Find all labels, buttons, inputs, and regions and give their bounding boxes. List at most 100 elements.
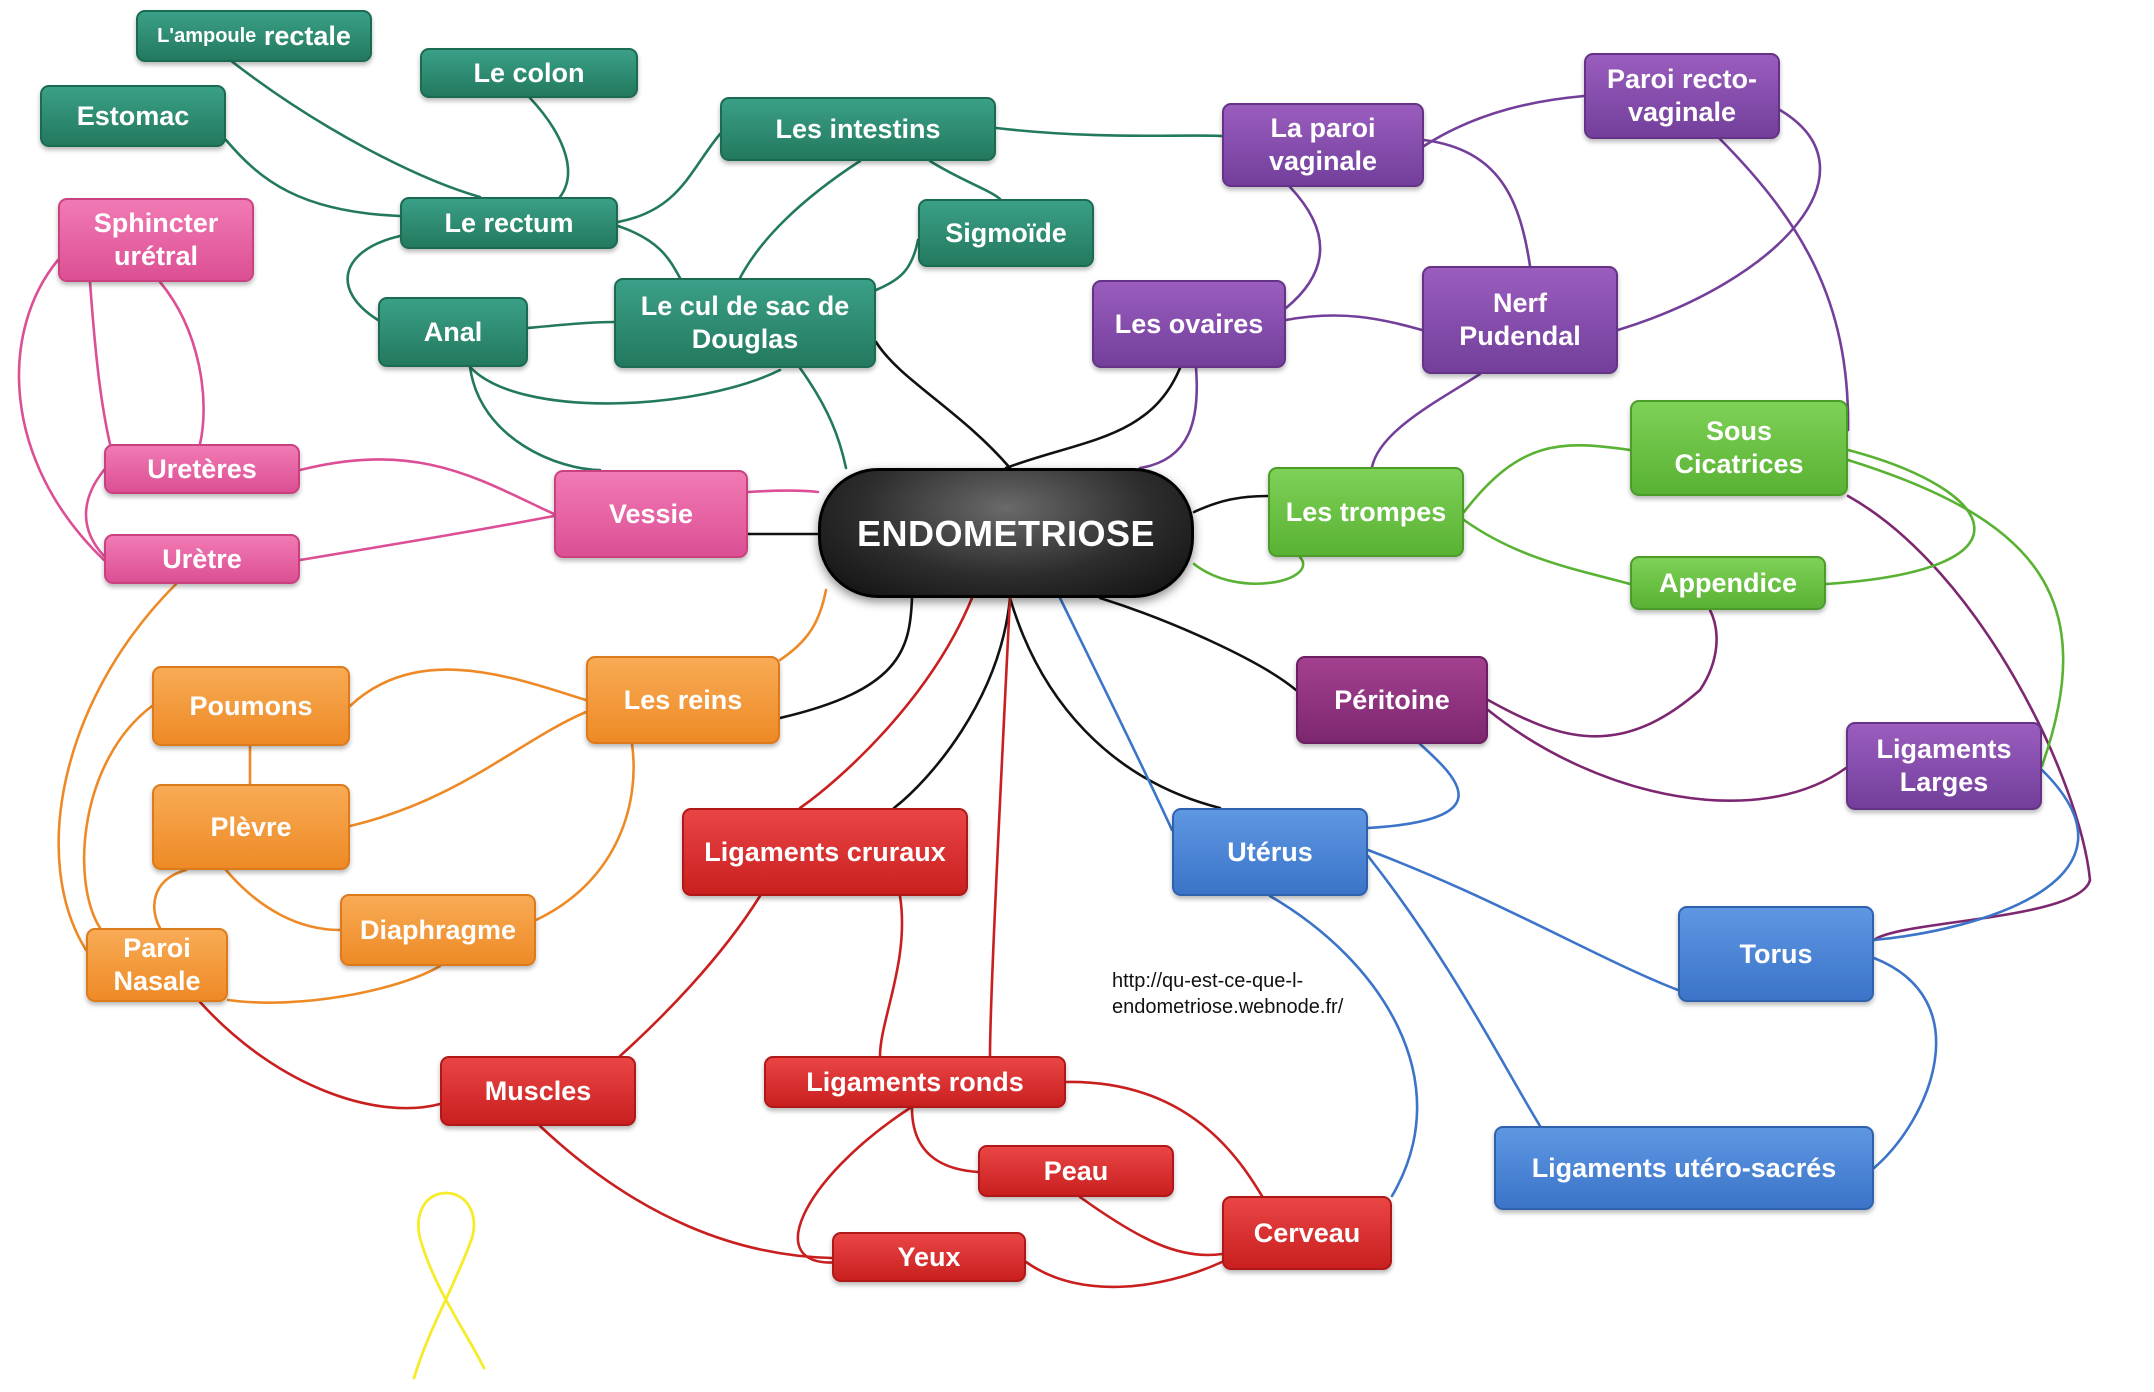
link-sphincter-ureteres-2 [158,280,205,446]
link-center-ronds [988,596,1012,1058]
ampoule-big-label: rectale [263,20,351,51]
branch-trompes [1192,494,1270,514]
link-vaginale-nerf [1422,138,1532,268]
node-paroi-nasale[interactable]: Paroi Nasale [86,928,228,1002]
link-intestins-vaginale [994,126,1224,138]
branch-ovaires [1004,366,1182,470]
branch-peritoine [1098,596,1298,692]
link-center-uterus [1058,596,1174,832]
link-cicatrices-torus [1846,494,2092,942]
link-peritoine-uterus [1366,742,1460,830]
node-yeux[interactable]: Yeux [832,1232,1026,1282]
link-rectum-anal [346,234,402,322]
link-ronds-yeux [796,1106,912,1264]
node-la-paroi-vaginale[interactable]: La paroi vaginale [1222,103,1424,187]
link-vaginale-ovaires [1284,185,1322,310]
node-ligaments-cruraux[interactable]: Ligaments cruraux [682,808,968,896]
link-anal-douglas [526,320,616,330]
node-vessie[interactable]: Vessie [554,470,748,558]
link-plevre-nasale [153,868,188,930]
link-uretre-nasale [57,582,178,952]
node-torus[interactable]: Torus [1678,906,1874,1002]
link-sphincter-ureteres [88,280,112,446]
node-ampoule-rectale[interactable]: L'ampoule rectale [136,10,372,62]
node-appendice[interactable]: Appendice [1630,556,1826,610]
link-rectum-intestins [616,132,722,224]
node-estomac[interactable]: Estomac [40,85,226,147]
node-cul-de-sac-de-douglas[interactable]: Le cul de sac de Douglas [614,278,876,368]
node-poumons[interactable]: Poumons [152,666,350,746]
branch-reins [778,596,914,720]
node-les-ovaires[interactable]: Les ovaires [1092,280,1286,368]
node-ligaments-utero-sacres[interactable]: Ligaments utéro-sacrés [1494,1126,1874,1210]
node-nerf-pudendal[interactable]: Nerf Pudendal [1422,266,1618,374]
ampoule-small-label: L'ampoule [157,24,257,47]
link-uterus-cerveau [1268,894,1419,1198]
link-sphincter-uretre [17,258,106,562]
link-nerf-recto [1616,108,1822,332]
node-uterus[interactable]: Utérus [1172,808,1368,896]
link-cicatrices-larges [1846,458,2065,768]
link-ronds-peau [910,1106,980,1174]
link-peritoine-larges [1486,708,1848,802]
node-peau[interactable]: Peau [978,1145,1174,1197]
link-yeux-cerveau [1024,1260,1224,1289]
link-intestins-douglas [738,159,862,280]
link-rectum-douglas [616,224,682,280]
node-les-reins[interactable]: Les reins [586,656,780,744]
link-torus-utero [1872,956,1938,1170]
link-plevre-diaphragme [224,868,342,932]
node-le-rectum[interactable]: Le rectum [400,197,618,249]
link-estomac-rectum [224,138,402,218]
center-node-endometriose[interactable]: ENDOMETRIOSE [818,468,1194,598]
node-peritoine[interactable]: Péritoine [1296,656,1488,744]
link-muscles-yeux [538,1124,834,1260]
link-vaginale-recto [1422,94,1586,148]
node-sous-cicatrices[interactable]: Sous Cicatrices [1630,400,1848,496]
node-paroi-recto-vaginale[interactable]: Paroi recto- vaginale [1584,53,1780,139]
link-nasale-muscles [198,1000,442,1110]
link-nerf-trompes [1370,372,1482,469]
source-url-text: http://qu-est-ce-que-l- endometriose.web… [1112,970,1344,1018]
node-diaphragme[interactable]: Diaphragme [340,894,536,966]
link-poumons-reins [348,668,588,708]
link-trompes-appendice [1462,518,1632,586]
link-peritoine-appendice [1486,608,1718,738]
link-douglas-center [798,366,848,470]
link-cruraux-ronds [878,894,904,1058]
node-uretre[interactable]: Urètre [104,534,300,584]
node-cerveau[interactable]: Cerveau [1222,1196,1392,1270]
link-recto-cicatrices [1718,137,1850,432]
link-anal-vessie [468,365,602,472]
link-ureteres-vessie [298,458,556,516]
node-ligaments-ronds[interactable]: Ligaments ronds [764,1056,1066,1108]
link-ampoule-rectum [228,58,482,199]
node-ligaments-larges[interactable]: Ligaments Larges [1846,722,2042,810]
node-sigmoide[interactable]: Sigmoïde [918,199,1094,267]
node-anal[interactable]: Anal [378,297,528,367]
link-ronds-cerveau [1064,1080,1264,1198]
link-ovaires-center [1138,366,1199,470]
link-diaphragme-reins [534,742,635,922]
branch-douglas [874,340,1012,470]
link-ureteres-uretre [84,468,106,558]
node-sphincter-uretral[interactable]: Sphincter urétral [58,198,254,282]
node-le-colon[interactable]: Le colon [420,48,638,98]
link-uterus-torus [1366,848,1680,992]
link-center-trompes [1192,555,1305,585]
node-ureteres[interactable]: Uretères [104,444,300,494]
node-les-intestins[interactable]: Les intestins [720,97,996,161]
yellow-awareness-ribbon-icon [412,1191,486,1380]
node-plevre[interactable]: Plèvre [152,784,350,870]
link-cruraux-muscles [618,894,762,1058]
link-nasale-diaphragme [226,964,442,1004]
link-douglas-sigmoide [874,238,920,292]
link-plevre-reins [348,710,588,828]
node-les-trompes[interactable]: Les trompes [1268,467,1464,557]
node-muscles[interactable]: Muscles [440,1056,636,1126]
branch-uterus [1008,596,1222,810]
link-intestins-sigmoide [928,159,1002,201]
link-colon-rectum [528,96,570,199]
